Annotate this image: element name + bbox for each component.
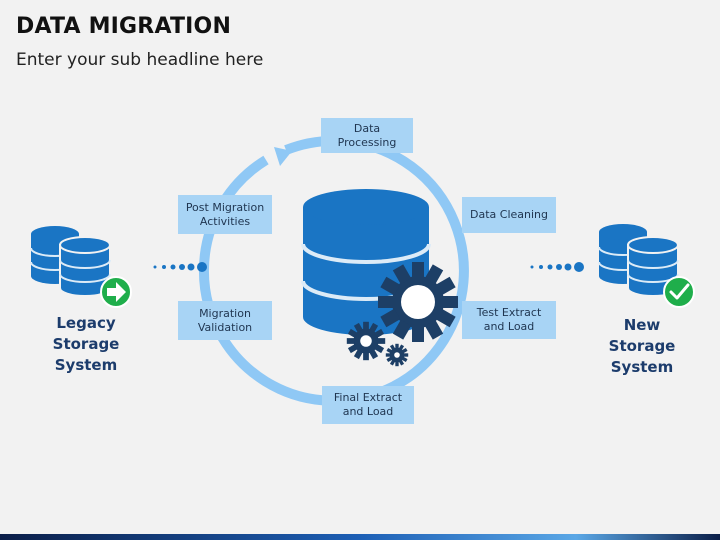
stage-post-migration: Post Migration Activities (178, 195, 272, 234)
legacy-database-front (59, 236, 111, 297)
stage-data-processing: Data Processing (321, 118, 413, 153)
new-storage-icon (598, 224, 695, 308)
right-connector-dots (530, 262, 584, 272)
page-title: DATA MIGRATION (16, 14, 232, 39)
medium-gear-icon (346, 321, 386, 361)
stage-data-cleaning: Data Cleaning (462, 197, 556, 233)
arrow-right-icon (100, 276, 132, 308)
check-icon (663, 276, 695, 308)
footer-accent-bar (0, 534, 720, 540)
legacy-storage-label: Legacy Storage System (52, 314, 120, 374)
stage-migration-validation: Migration Validation (178, 301, 272, 340)
legacy-storage-icon (30, 226, 132, 308)
small-gear-icon (385, 343, 409, 367)
new-database-front (627, 236, 679, 297)
stage-final-extract-load: Final Extract and Load (322, 386, 414, 424)
large-gear-icon (378, 262, 458, 342)
page-subtitle: Enter your sub headline here (16, 50, 264, 70)
new-storage-label: New Storage System (608, 316, 676, 376)
left-connector-dots (153, 262, 207, 272)
stage-test-extract-load: Test Extract and Load (462, 301, 556, 339)
